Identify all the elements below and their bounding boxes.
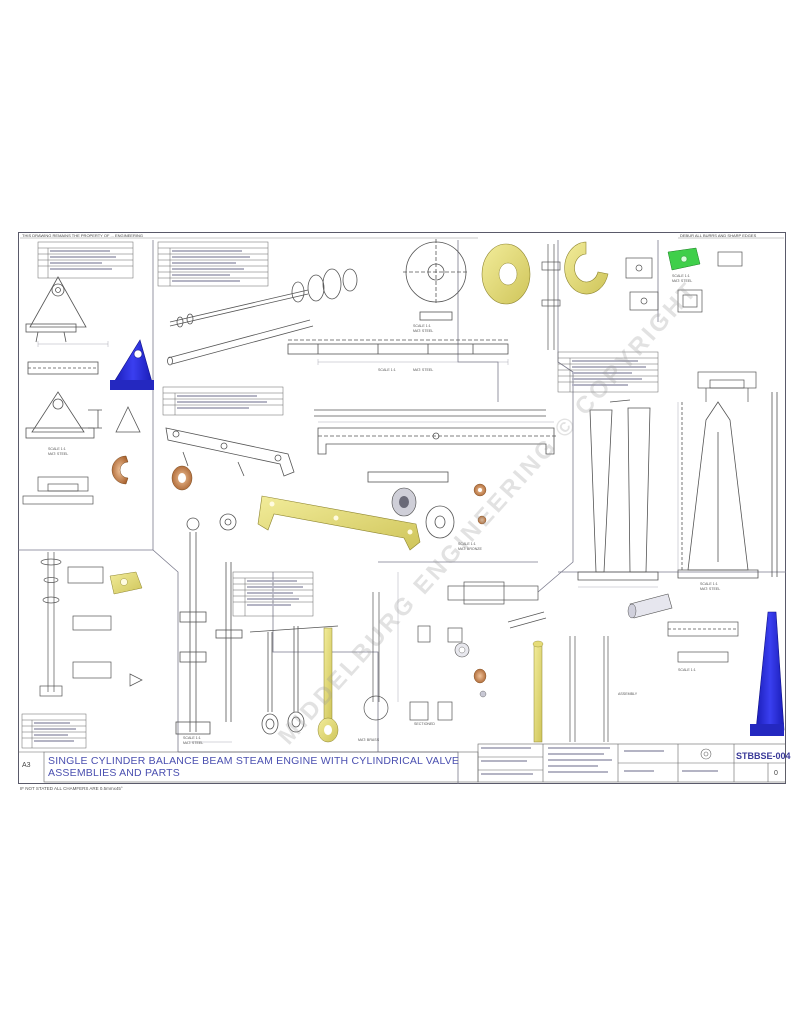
small-bushings-parts: [454, 642, 487, 698]
yellow-ring-part: [481, 243, 531, 305]
yellow-crescent-part: [564, 241, 609, 295]
title-block: [18, 743, 786, 783]
title-block-text-hatch: [481, 747, 718, 775]
piston-rod-drawing: [175, 513, 243, 735]
yellow-rod-part: [317, 627, 544, 743]
bronze-c-clip-part: [111, 455, 129, 485]
scale-label-3: SCALE 1:1: [378, 368, 396, 372]
material-label-2: MAT: STEEL: [413, 329, 434, 333]
balance-beam-drawing: [314, 409, 558, 483]
material-label-9: MAT: STEEL: [672, 279, 693, 283]
sectioned-label: SECTIONED: [414, 722, 435, 726]
material-label-4: MAT: BRONZE: [458, 547, 482, 551]
beam-link-drawing: [165, 427, 295, 477]
bearing-drawing: [391, 483, 487, 539]
scale-label-6: SCALE 1:1: [183, 736, 201, 740]
yellow-clamp-part: [109, 571, 143, 595]
material-label-3: MAT: STEEL: [413, 368, 434, 372]
scale-label-9: SCALE 1:1: [672, 274, 690, 278]
material-label-1: MAT: STEEL: [48, 452, 69, 456]
flywheel-disc-drawing: [403, 239, 469, 321]
drawing-title-line1: SINGLE CYLINDER BALANCE BEAM STEAM ENGIN…: [48, 755, 460, 767]
parts-list-tables: [21, 241, 659, 749]
bracket-assembly-drawing: [25, 276, 141, 439]
standard-frame-drawing: [577, 392, 778, 581]
material-label-7: MAT: BRASS: [358, 738, 380, 742]
revision-number: 0: [774, 770, 778, 777]
bronze-bushing-part: [171, 465, 193, 491]
scale-label-5: SCALE 1:1: [700, 582, 718, 586]
connecting-rod-drawing: [249, 625, 339, 735]
scale-label-2: SCALE 1:1: [413, 324, 431, 328]
legal-note: THIS DRAWING REMAINS THE PROPERTY OF ...…: [22, 233, 143, 238]
yellow-beam-part: [257, 495, 421, 551]
sheet-size-label: A3: [22, 762, 31, 769]
material-label-6: MAT: STEEL: [183, 741, 204, 745]
cylinder-plug-part: [627, 593, 673, 619]
deburr-note: DEBUR ALL BURRS AND SHARP EDGES: [680, 233, 757, 238]
table-text-hatch: [34, 250, 646, 742]
crankshaft-drawing: [167, 268, 509, 366]
dimension-lines: [37, 341, 679, 743]
drawing-number: STBBSE-004: [736, 751, 791, 761]
scale-label-8: SCALE 1:1: [678, 668, 696, 672]
material-label-5: MAT: STEEL: [700, 587, 721, 591]
drawing-sheet: THIS DRAWING REMAINS THE PROPERTY OF ...…: [18, 232, 791, 784]
drawing-title-line2: ASSEMBLIES AND PARTS: [48, 767, 180, 779]
assembly-label: ASSEMBLY: [618, 692, 638, 696]
scale-label-1: SCALE 1:1: [48, 447, 66, 451]
blue-column-part: [750, 611, 785, 736]
drawing-linework: [18, 232, 786, 784]
scale-label-4: SCALE 1:1: [458, 542, 476, 546]
blue-bracket-part: [110, 339, 154, 390]
chamfer-footnote: IF NOT STATED ALL CHAMFERS ARE 0.5mmx45°: [20, 786, 123, 791]
